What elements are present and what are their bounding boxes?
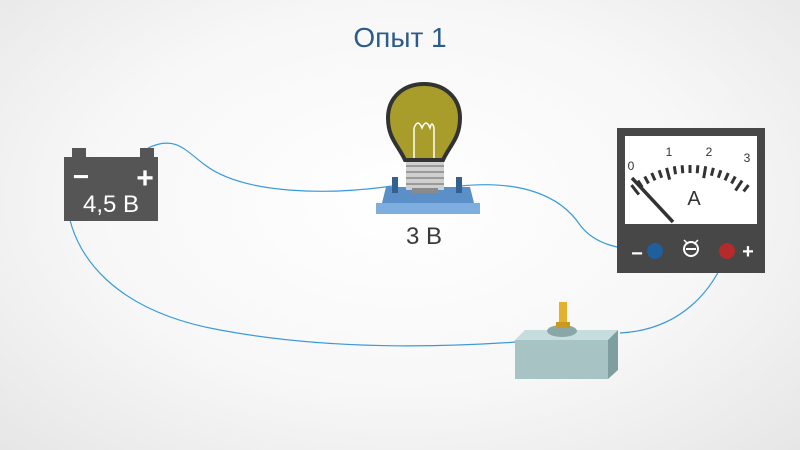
- ammeter-tick: [702, 166, 708, 179]
- ammeter-tick: [709, 167, 715, 177]
- ammeter-tick: [650, 172, 657, 182]
- battery-minus-sign: −: [73, 161, 89, 192]
- ammeter-tick: [695, 165, 700, 174]
- ammeter-tick: [730, 175, 737, 185]
- ammeter-tick: [630, 184, 641, 196]
- ammeter-tick: [734, 179, 744, 192]
- battery-plus-sign: +: [136, 162, 154, 195]
- switch-key: [515, 302, 618, 379]
- ammeter-scale-ticks: [630, 165, 750, 196]
- ammeter-scale-3: 3: [744, 151, 751, 165]
- ammeter-dial: [625, 136, 757, 224]
- wire-key-to-battery: [65, 194, 518, 347]
- bulb-stand: [382, 187, 474, 203]
- ammeter-tick: [742, 184, 750, 193]
- wire-battery-to-bulb: [147, 142, 393, 192]
- switch-handle: [559, 302, 567, 326]
- zero-adjust-icon: [683, 239, 699, 257]
- ammeter-needle: [630, 176, 675, 224]
- ammeter-minus-sign: −: [631, 243, 643, 265]
- ammeter-scale-1: 1: [666, 145, 673, 159]
- battery: − + 4,5 В: [64, 148, 158, 221]
- ammeter-tick: [680, 165, 685, 174]
- ammeter-tick: [723, 172, 730, 182]
- battery-voltage-label: 4,5 В: [83, 191, 139, 218]
- ammeter-plus-terminal: [719, 243, 735, 259]
- bulb-voltage-label: 3 В: [406, 223, 442, 250]
- ammeter-plus-sign: +: [742, 241, 754, 263]
- ammeter-tick: [657, 169, 664, 179]
- ammeter-minus-terminal: [647, 243, 663, 259]
- light-bulb: 3 В: [376, 81, 480, 250]
- ammeter-tick: [672, 166, 678, 175]
- ammeter-tick: [643, 175, 650, 185]
- ammeter-unit-label: А: [687, 188, 701, 210]
- ammeter-tick: [716, 169, 723, 179]
- bulb-glass: [385, 81, 463, 162]
- ammeter-scale-2: 2: [706, 145, 713, 159]
- ammeter: 0 1 2 3 А − +: [617, 128, 765, 273]
- experiment-title: Опыт 1: [353, 22, 447, 53]
- ammeter-scale-0: 0: [628, 159, 635, 173]
- switch-box: [515, 340, 608, 379]
- ammeter-tick: [665, 167, 672, 180]
